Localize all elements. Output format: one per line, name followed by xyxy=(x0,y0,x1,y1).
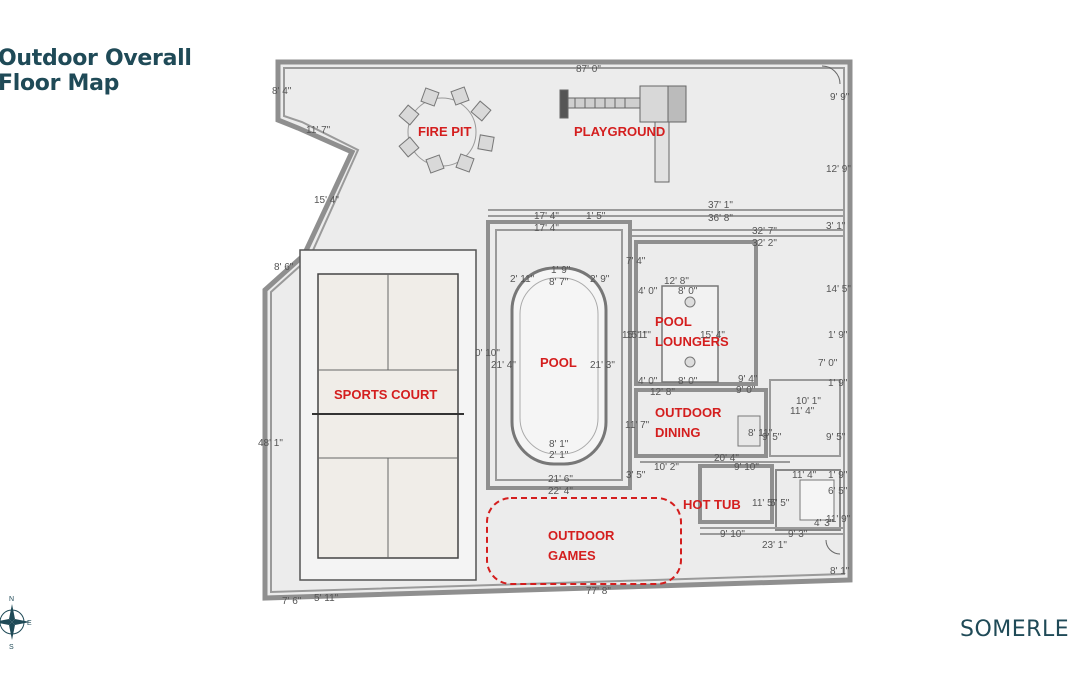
dim-pool-top-2: 17' 4" xyxy=(534,223,559,234)
dim-pool-bot2: 2' 1" xyxy=(549,450,569,461)
dim-right-4: 14' 5" xyxy=(826,284,851,295)
dim-right-10: 6' 5" xyxy=(828,486,848,497)
dim-right-11: 11' 9" xyxy=(826,514,851,525)
label-hot-tub: HOT TUB xyxy=(683,497,741,512)
compass-north: N xyxy=(9,596,14,603)
dim-dining-b1: 10' 2" xyxy=(654,462,679,473)
dim-span-a1: 37' 1" xyxy=(708,200,733,211)
dim-dining-r1: 8' 11" xyxy=(748,428,773,439)
dim-hottub-b1: 9' 10" xyxy=(720,529,745,540)
dimension-labels: 87' 0" 8' 4" 11' 7" 15' 4" 8' 6" 48' 1" … xyxy=(258,64,851,607)
dim-dining-r5: 9' 10" xyxy=(734,462,759,473)
playground xyxy=(559,85,687,183)
dim-right-12: 8' 1" xyxy=(830,566,850,577)
dim-pool-in-top1: 1' 9" xyxy=(551,265,571,276)
dim-pool-bot4: 22' 4" xyxy=(548,486,573,497)
dim-pool-top-1: 17' 4" xyxy=(534,211,559,222)
dim-hottub-s2: 5' 5" xyxy=(770,498,790,509)
dim-right-5: 1' 9" xyxy=(828,330,848,341)
compass-icon: N E S xyxy=(0,596,32,651)
dim-dining-side: 11' 7" xyxy=(625,420,650,431)
dim-hottub-b3: 23' 1" xyxy=(762,540,787,551)
dim-dining-b2: 20' 4" xyxy=(714,453,739,464)
dim-right-9: 1' 9" xyxy=(828,470,848,481)
dim-dining-r4: 11' 4" xyxy=(790,406,815,417)
brand-logo: SOMERLE xyxy=(960,617,1070,642)
label-outdoor-games-1: OUTDOOR xyxy=(548,528,615,543)
dim-diag-2: 15' 4" xyxy=(314,195,339,206)
dim-hottub-b2: 9' 3" xyxy=(788,529,808,540)
dim-dining-r6: 3' 5" xyxy=(626,470,646,481)
pool-enclosure xyxy=(486,220,632,490)
dim-left-top: 8' 4" xyxy=(272,86,292,97)
page-title-line-2: Floor Map xyxy=(0,71,120,96)
label-pool-loungers-1: POOL xyxy=(655,314,692,329)
dim-loungers-top: 12' 8" xyxy=(664,276,689,287)
dim-loungers-l: 15' 1" xyxy=(626,330,651,341)
dim-loungers-b5: 9' 0" xyxy=(736,385,756,396)
label-sports-court: SPORTS COURT xyxy=(334,387,437,402)
dim-pool-bot3: 21' 6" xyxy=(548,474,573,485)
dim-diag-1: 11' 7" xyxy=(306,125,331,136)
page-title-line-1: Outdoor Overall xyxy=(0,46,192,71)
page-title: Outdoor Overall Floor Map xyxy=(0,46,192,96)
dim-pool-l1: 2' 11" xyxy=(510,274,535,285)
dim-dining-r3: 10' 1" xyxy=(796,396,821,407)
dim-bottom-left-2: 5' 11" xyxy=(314,593,339,604)
dim-loungers-t2: 4' 0" xyxy=(638,286,658,297)
label-outdoor-dining-2: DINING xyxy=(655,425,701,440)
dim-pool-w1: 0' 10" xyxy=(475,348,500,359)
dim-pool-side-r: 21' 3" xyxy=(590,360,615,371)
dim-hottub-s1: 11' 5" xyxy=(752,498,777,509)
dim-left-pool-col: 7' 4" xyxy=(626,256,646,267)
dim-pool-bot1: 8' 1" xyxy=(549,439,569,450)
label-playground: PLAYGROUND xyxy=(574,124,665,139)
dim-hottub-r1: 11' 4" xyxy=(792,470,817,481)
dim-top: 87' 0" xyxy=(576,64,601,75)
dim-span-b1: 32' 7" xyxy=(752,226,777,237)
dim-pool-w2: 15' 1" xyxy=(622,330,647,341)
fire-pit xyxy=(398,86,495,174)
dim-bottom-left-1: 7' 6" xyxy=(282,596,302,607)
outdoor-games-area xyxy=(486,497,682,585)
dim-hottub-b4: 4' 3" xyxy=(814,518,834,529)
outdoor-dining xyxy=(634,379,841,458)
dim-right-3: 3' 1" xyxy=(826,221,846,232)
hot-tub xyxy=(640,461,844,535)
label-pool: POOL xyxy=(540,355,577,370)
label-outdoor-games-2: GAMES xyxy=(548,548,596,563)
dim-pool-in-top2: 8' 7" xyxy=(549,277,569,288)
dim-loungers-b3: 12' 8" xyxy=(650,387,675,398)
dim-loungers-b4: 9' 4" xyxy=(738,374,758,385)
dim-loungers-r: 15' 4" xyxy=(700,330,725,341)
dim-left-mid: 8' 6" xyxy=(274,262,294,273)
label-pool-loungers-2: LOUNGERS xyxy=(655,334,729,349)
dim-dining-r2: 9' 5" xyxy=(762,432,782,443)
label-fire-pit: FIRE PIT xyxy=(418,124,472,139)
dim-pool-top-3: 1' 5" xyxy=(586,211,606,222)
dim-span-a2: 36' 8" xyxy=(708,213,733,224)
dim-left-long: 48' 1" xyxy=(258,438,283,449)
dim-pool-l2: 2' 9" xyxy=(590,274,610,285)
dim-bottom: 77' 8" xyxy=(586,586,611,597)
dim-right-8: 9' 5" xyxy=(826,432,846,443)
dim-right-1: 9' 9" xyxy=(830,92,850,103)
dim-right-7: 1' 9" xyxy=(828,378,848,389)
dim-span-b2: 32' 2" xyxy=(752,238,777,249)
compass-south: S xyxy=(9,644,14,651)
dim-right-2: 12' 9" xyxy=(826,164,851,175)
pool-loungers xyxy=(634,240,758,386)
dim-loungers-t3: 8' 0" xyxy=(678,286,698,297)
dim-loungers-b1: 4' 0" xyxy=(638,376,658,387)
dim-right-6: 7' 0" xyxy=(818,358,838,369)
compass-east: E xyxy=(27,620,32,627)
sports-court xyxy=(299,249,477,581)
dim-loungers-b2: 8' 0" xyxy=(678,376,698,387)
dim-pool-side-l: 21' 4" xyxy=(491,360,516,371)
label-outdoor-dining-1: OUTDOOR xyxy=(655,405,722,420)
